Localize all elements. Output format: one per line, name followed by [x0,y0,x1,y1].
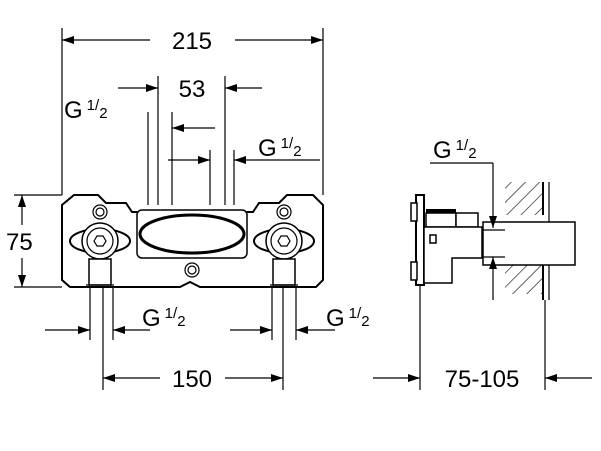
mounting-plate-front [61,194,324,390]
svg-text:G1/2: G1/2 [326,305,370,332]
thread-numerator: 1 [165,305,173,322]
thread-prefix: G [64,97,83,124]
dim-75-105-label: 75-105 [445,366,520,393]
thread-denominator: 2 [177,313,185,330]
valve-right [253,204,315,390]
thread-numerator: 1 [281,135,289,152]
dimension-outlet-spacing: 150 [103,366,283,393]
dim-53-label: 53 [179,76,206,103]
svg-text:G1/2: G1/2 [64,97,108,124]
thread-denominator: 2 [361,313,369,330]
thread-denominator: 2 [293,143,301,160]
svg-text:G1/2: G1/2 [433,137,477,164]
thread-numerator: 1 [456,137,464,154]
thread-prefix: G [433,137,452,164]
thread-prefix: G [326,305,345,332]
thread-prefix: G [258,135,277,162]
thread-denominator: 2 [99,105,107,122]
svg-text:G1/2: G1/2 [142,305,186,332]
dim-150-label: 150 [172,366,212,393]
thread-numerator: 1 [349,305,357,322]
dim-215-label: 215 [172,28,212,55]
dimension-overall-width: 215 [61,28,324,195]
thread-denominator: 2 [468,145,476,162]
valve-left [69,204,131,390]
svg-text:G1/2: G1/2 [258,135,302,162]
thread-numerator: 1 [87,97,95,114]
dimension-wall-depth: 75-105 [373,366,592,393]
thread-prefix: G [142,305,161,332]
dimension-height: 75 [6,194,62,288]
dimension-center-spacing: 53 [118,76,262,205]
dim-75-label: 75 [6,229,33,256]
